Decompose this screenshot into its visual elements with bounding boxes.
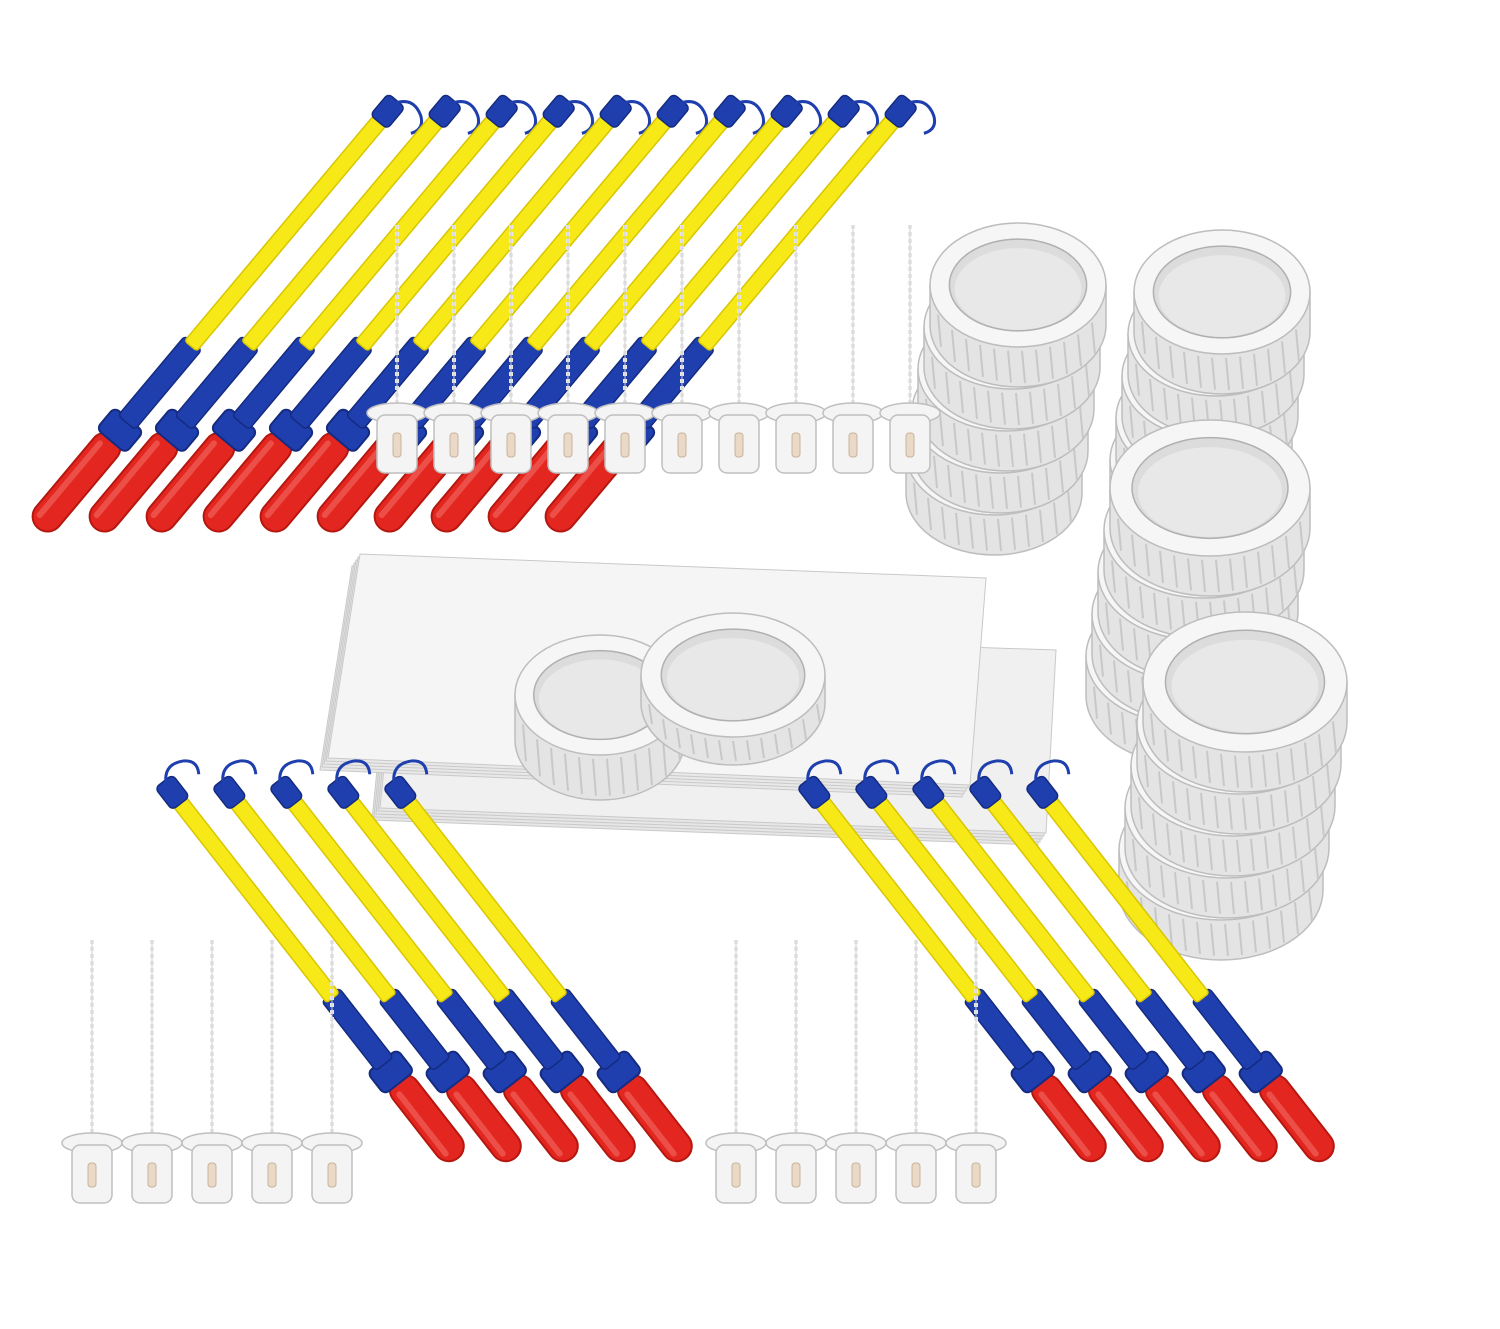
- led-light-icon: [366, 225, 428, 474]
- led-light-icon: [480, 225, 542, 474]
- lantern-stick-icon: [327, 759, 636, 1163]
- led-light-icon: [651, 225, 713, 474]
- led-light-icon: [822, 225, 884, 474]
- lantern-stick-icon: [156, 759, 465, 1163]
- led-light-icon: [879, 225, 941, 474]
- led-light-icon: [594, 225, 656, 474]
- led-light-icon: [945, 940, 1007, 1204]
- led-light-icon: [181, 940, 243, 1204]
- led-light-icon: [241, 940, 303, 1204]
- lantern-stick-icon: [855, 759, 1164, 1163]
- led-light-icon: [705, 940, 767, 1204]
- bottom-right-stick-group: [705, 759, 1335, 1204]
- lantern-stick-icon: [145, 94, 538, 533]
- led-light-icon: [61, 940, 123, 1204]
- cardboard-ring-icon: [1109, 419, 1311, 597]
- lantern-stick-icon: [270, 759, 579, 1163]
- led-light-icon: [423, 225, 485, 474]
- lantern-stick-icon: [1026, 759, 1335, 1163]
- bottom-left-stick-group: [61, 759, 693, 1204]
- led-light-icon: [765, 225, 827, 474]
- lantern-stick-icon: [202, 94, 595, 533]
- led-light-icon: [301, 940, 363, 1204]
- lantern-stick-icon: [88, 94, 481, 533]
- top-stick-group: [31, 94, 941, 533]
- lantern-stick-icon: [384, 759, 693, 1163]
- led-light-icon: [121, 940, 183, 1204]
- cardboard-ring-icon: [929, 222, 1107, 388]
- lantern-stick-icon: [969, 759, 1278, 1163]
- lantern-stick-icon: [912, 759, 1221, 1163]
- led-light-icon: [765, 940, 827, 1204]
- lantern-stick-icon: [798, 759, 1107, 1163]
- cardboard-ring-icon: [640, 612, 826, 766]
- cardboard-ring-icon: [1142, 611, 1348, 793]
- ring-stacks: [905, 222, 1348, 961]
- lantern-stick-icon: [31, 94, 424, 533]
- lantern-stick-icon: [259, 94, 652, 533]
- lantern-stick-icon: [213, 759, 522, 1163]
- led-light-icon: [537, 225, 599, 474]
- paper-stack: [319, 553, 1057, 846]
- cardboard-ring-icon: [1133, 229, 1311, 395]
